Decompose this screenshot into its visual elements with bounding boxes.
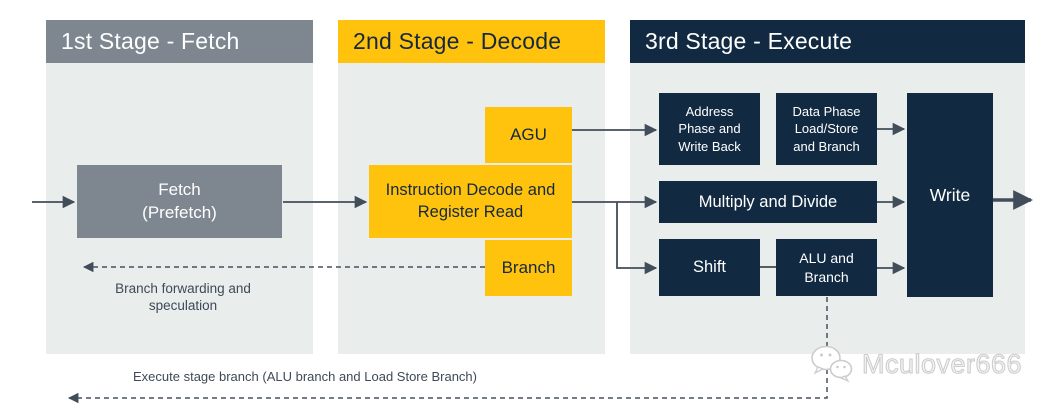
branch-block: Branch (485, 240, 572, 296)
data-phase-label: Data Phase Load/Store and Branch (792, 103, 861, 154)
watermark: Mculover666 (808, 343, 1022, 385)
stage-header-execute: 3rd Stage - Execute (630, 20, 1025, 63)
address-phase-label: Address Phase and Write Back (678, 103, 741, 154)
stage-title-fetch: 1st Stage - Fetch (61, 28, 240, 54)
multiply-divide-label: Multiply and Divide (698, 192, 838, 211)
write-block: Write (907, 93, 993, 297)
stage-header-fetch: 1st Stage - Fetch (46, 20, 313, 63)
fetch-block: Fetch (Prefetch) (77, 165, 282, 238)
wechat-icon (811, 345, 853, 383)
fetch-block-label-line2: (Prefetch) (142, 202, 217, 222)
fetch-block-label-line1: Fetch (158, 180, 201, 200)
address-phase-block: Address Phase and Write Back (659, 93, 760, 165)
stage-title-execute: 3rd Stage - Execute (645, 28, 853, 54)
instruction-decode-label: Instruction Decode and Register Read (385, 181, 556, 221)
multiply-divide-block: Multiply and Divide (659, 181, 877, 223)
branch-block-label: Branch (501, 258, 556, 277)
watermark-text: Mculover666 (861, 348, 1023, 379)
data-phase-block: Data Phase Load/Store and Branch (776, 93, 877, 165)
instruction-decode-block: Instruction Decode and Register Read (369, 165, 572, 238)
alu-branch-label: ALU and Branch (799, 250, 854, 285)
stage-header-decode: 2nd Stage - Decode (338, 20, 605, 63)
alu-branch-block: ALU and Branch (776, 239, 877, 296)
agu-block: AGU (485, 107, 572, 163)
shift-block-label: Shift (692, 258, 727, 276)
shift-block: Shift (659, 239, 760, 296)
agu-block-label: AGU (510, 125, 547, 144)
write-block-label: Write (929, 184, 971, 205)
branch-forwarding-annotation: Branch forwarding and speculation (115, 281, 251, 313)
stage-title-decode: 2nd Stage - Decode (353, 28, 562, 54)
execute-stage-branch-annotation: Execute stage branch (ALU branch and Loa… (133, 369, 477, 384)
